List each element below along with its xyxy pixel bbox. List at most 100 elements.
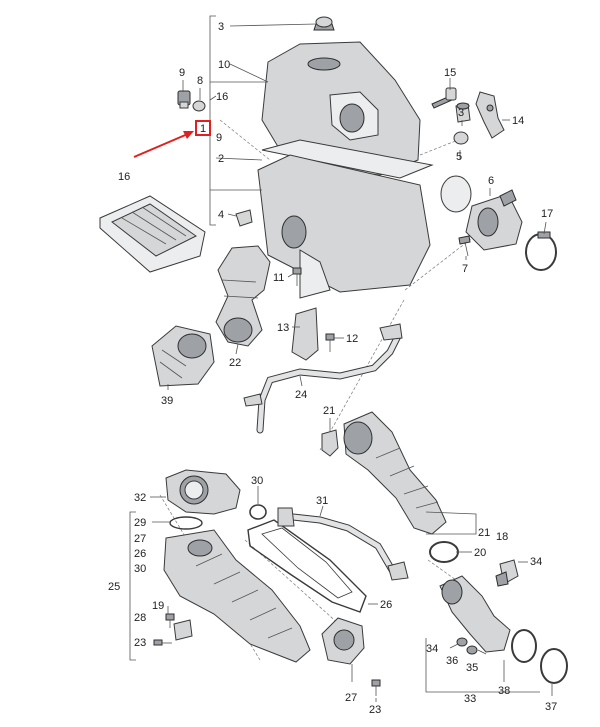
callout-17: 17 [541,208,553,220]
ring-part-6 [440,175,472,213]
sensor-part-28 [173,619,193,641]
air-filter-housing [257,41,434,299]
callout-21: 21 [478,527,490,539]
callout-10: 10 [218,59,230,71]
callout-16: 16 [216,91,228,103]
callout-26: 26 [134,548,146,560]
callout-29: 29 [134,517,146,529]
cap-part-3 [313,16,335,31]
screw-part-35 [466,645,478,655]
assembly-line [219,119,271,161]
gasket-part-29 [169,516,203,530]
screw-part-23b [371,679,381,696]
clamp-part-38 [511,629,537,663]
callout-5: 5 [456,151,462,163]
callout-13: 13 [277,322,289,334]
callout-33: 33 [464,693,476,705]
callout-24: 24 [295,389,307,401]
callout-2: 2 [218,153,224,165]
callout-38: 38 [498,685,510,697]
callout-15: 15 [444,67,456,79]
callout-3: 3 [218,21,224,33]
assembly-line [404,231,481,291]
callout-14: 14 [512,115,524,127]
callout-9: 9 [216,132,222,144]
o-ring-part-30 [249,504,267,520]
callout-34: 34 [530,556,542,568]
callout-7: 7 [462,263,468,275]
callout-23: 23 [369,704,381,716]
clamp-part-17 [525,231,557,271]
intake-manifold-part-25 [163,529,311,663]
callout-34: 34 [426,643,438,655]
callout-37: 37 [545,701,557,713]
bolt-part-23a [153,639,172,646]
callout-11: 11 [273,272,284,284]
highlight-arrow [133,132,191,158]
callout-31: 31 [316,495,328,507]
highlight-arrowhead [183,131,194,139]
actuator-part-39 [151,325,215,387]
clip-part-4 [235,209,253,227]
bracket-manifold-group [129,511,136,661]
bracket-part-13 [291,307,319,361]
throttle-body-part-32 [165,469,241,515]
callout-21: 21 [323,405,335,417]
callout-27: 27 [345,692,357,704]
callout-19: 19 [152,600,164,612]
bolt-part-19 [165,613,175,628]
callout-23: 23 [134,637,146,649]
bolt-part-15 [431,87,457,109]
callout-27: 27 [134,533,146,545]
callout-6: 6 [488,175,494,187]
grommet-part-8 [192,100,206,112]
bracket-lower-hose-group [425,638,540,693]
fitting-part-9 [177,90,191,109]
callout-9: 9 [179,67,185,79]
callout-30: 30 [134,563,146,575]
grommet-part-5 [453,131,469,145]
highlight-box [195,120,211,136]
callout-39: 39 [161,395,173,407]
assembly-line [319,299,405,451]
maf-sensor-part-6 [465,189,523,251]
fitting-part-34 [495,559,519,587]
manifold-gasket-part-26 [247,519,367,613]
callout-36: 36 [446,655,458,667]
callout-labels: 3 10 9 8 16 1 9 2 4 16 15 14 3 5 6 17 7 … [108,21,557,716]
intake-duct-part-18 [343,411,447,535]
callout-32: 32 [134,492,146,504]
grommet-part-3b [455,102,471,123]
callout-28: 28 [134,612,146,624]
callout-22: 22 [229,357,241,369]
leader-lines [150,23,553,702]
bolt-part-12 [325,333,335,352]
callout-1: 1 [200,123,206,135]
filter-element-part-16 [99,195,206,273]
hose-part-22 [215,245,271,347]
clamp-part-20 [429,541,459,563]
callout-26: 26 [380,599,392,611]
bolt-part-11 [292,267,302,286]
assembly-line [419,139,459,156]
screw-part-36 [456,637,468,647]
callout-18: 18 [496,531,508,543]
breather-pipe-part-24 [243,323,403,434]
actuator-part-27 [321,617,365,665]
egr-pipe-part-31 [277,507,409,581]
callout-4: 4 [218,209,224,221]
lower-hose-part-33 [439,575,511,653]
clamp-part-37 [540,648,568,684]
callout-35: 35 [466,662,478,674]
callout-3: 3 [458,107,464,119]
sensor-part-21 [321,429,339,457]
callout-8: 8 [197,75,203,87]
callout-16: 16 [118,171,130,183]
assembly-line [427,559,471,591]
callout-12: 12 [346,333,358,345]
callout-25: 25 [108,581,120,593]
bracket-part-14 [475,91,505,139]
callout-30: 30 [251,475,263,487]
screw-part-7 [458,235,471,257]
